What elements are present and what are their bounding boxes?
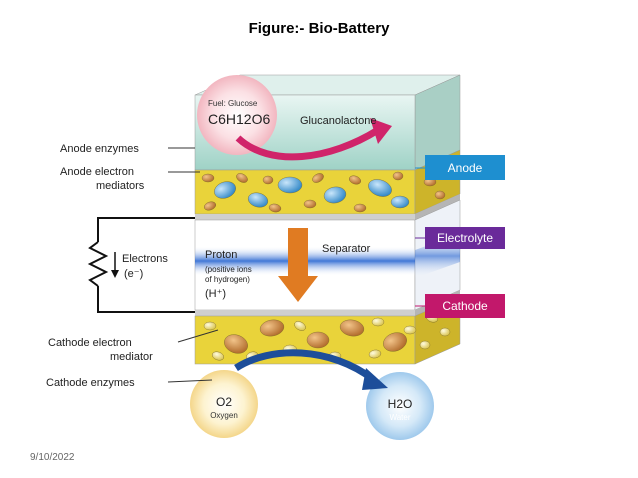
oxidation-arrowhead	[370, 118, 392, 144]
cathode-label: Cathode	[442, 299, 488, 313]
enzyme-particle	[277, 176, 303, 194]
electrons-label: Electrons	[122, 253, 168, 265]
leader-lines	[167, 147, 219, 383]
mediator-particle	[312, 173, 324, 183]
reduction-arrow	[234, 349, 377, 383]
enzyme-particle	[383, 332, 407, 352]
anode-enzymes-label: Anode enzymes	[60, 143, 139, 155]
mediator-particle	[211, 351, 225, 361]
mediator-particle	[439, 327, 451, 337]
fuel-formula: C6H12O6	[208, 111, 270, 127]
oxygen-bubble	[190, 370, 258, 438]
mediator-particle	[201, 173, 215, 183]
reduction-arrowhead	[362, 368, 388, 390]
proton-label: Proton	[205, 249, 237, 261]
mediator-particle	[203, 201, 217, 211]
oxygen-formula: O2	[216, 395, 232, 409]
mediator-particle	[368, 349, 382, 359]
tag-electrolyte: Electrolyte	[415, 227, 505, 249]
electron-arrow	[111, 252, 119, 278]
enzyme-particle	[259, 319, 285, 337]
separator-label: Separator	[322, 243, 371, 255]
electrolyte-label: Electrolyte	[437, 231, 493, 245]
separator-arrow	[278, 228, 318, 302]
cathode-mediator-label-1: Cathode electron	[48, 337, 132, 349]
mediator-particle	[303, 199, 317, 209]
figure-title: Figure:- Bio-Battery	[248, 20, 390, 37]
proton-symbol: (H⁺)	[205, 288, 226, 300]
oxygen-label: Oxygen	[210, 411, 238, 420]
glucose-bubble	[197, 75, 277, 155]
mediator-particle	[262, 175, 274, 185]
enzyme-particle	[247, 192, 269, 208]
cathode-enzymes-label: Cathode enzymes	[46, 377, 135, 389]
slide-date: 9/10/2022	[30, 452, 75, 463]
enzyme-particle	[368, 179, 392, 197]
anode-particles	[201, 165, 451, 213]
tag-cathode: Cathode	[415, 294, 505, 318]
mediator-particle	[348, 175, 362, 185]
mediator-particle	[353, 203, 367, 213]
enzyme-particle	[214, 181, 236, 199]
mediator-particle	[294, 321, 306, 331]
proton-desc-1: (positive ions	[205, 265, 252, 274]
enzyme-particle	[339, 319, 365, 337]
mediator-particle	[392, 171, 404, 181]
enzyme-particle	[224, 334, 248, 354]
tag-anode: Anode	[415, 155, 505, 180]
mediator-particle	[268, 203, 282, 213]
mediator-particle	[236, 173, 248, 183]
glucanolactone-label: Glucanolactone	[300, 115, 376, 127]
anode-mediators-label-2: mediators	[96, 180, 145, 192]
mediator-particle	[371, 317, 385, 327]
mediator-particle	[403, 325, 417, 335]
mediator-particle	[419, 340, 431, 350]
water-label: Water	[389, 413, 410, 422]
water-formula: H2O	[388, 397, 413, 411]
mediator-particle	[203, 321, 217, 331]
oxidation-arrow	[235, 127, 380, 161]
water-bubble	[366, 372, 434, 440]
cathode-mediator-label-2: mediator	[110, 351, 153, 363]
electrons-symbol: (e⁻)	[124, 268, 143, 280]
external-circuit	[87, 217, 195, 313]
mediator-particle	[434, 190, 446, 200]
anode-label: Anode	[448, 161, 483, 175]
enzyme-particle	[323, 186, 347, 204]
enzyme-particle	[390, 195, 410, 209]
proton-desc-2: of hydrogen)	[205, 275, 250, 284]
fuel-label: Fuel: Glucose	[208, 99, 258, 108]
enzyme-particle	[306, 331, 330, 349]
anode-mediators-label-1: Anode electron	[60, 166, 134, 178]
